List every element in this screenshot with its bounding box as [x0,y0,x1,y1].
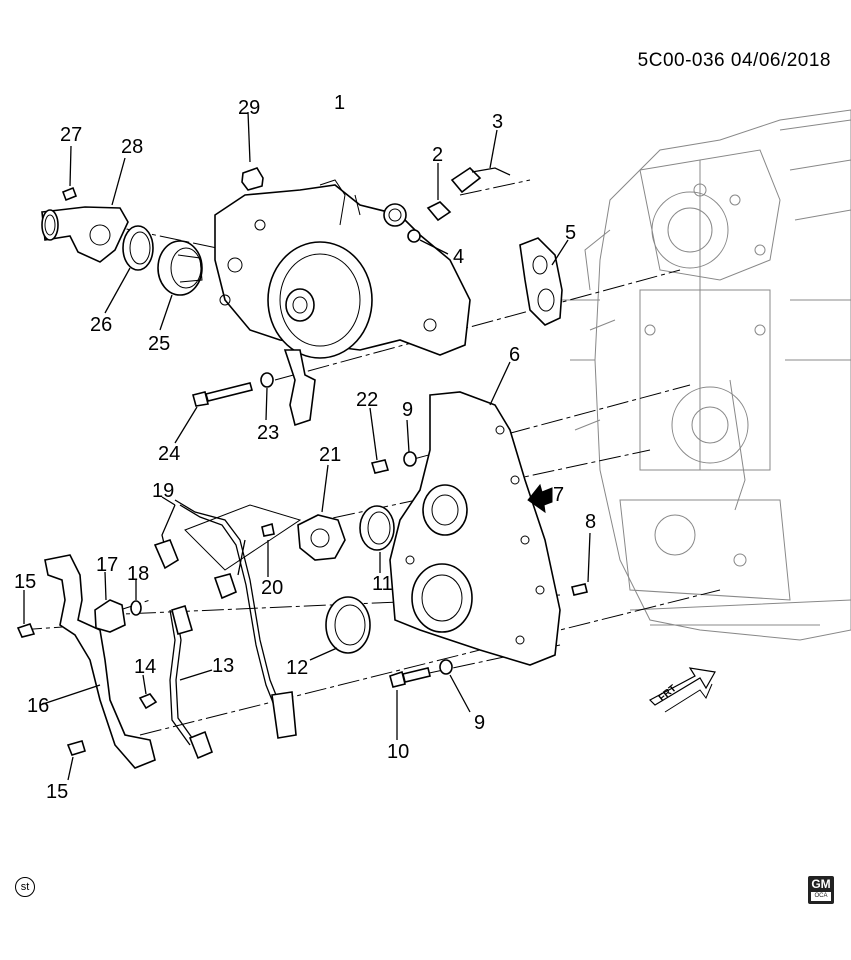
engine-block-drawing [560,109,851,641]
part-17-sensor [94,571,126,633]
callout-15-lower: 15 [46,781,69,803]
part-15-bolt-lower [66,740,86,781]
callout-18: 18 [127,563,150,585]
callout-4: 4 [453,246,465,268]
callout-9-lower: 9 [474,712,486,734]
callout-1: 1 [334,92,346,114]
callout-26: 26 [90,314,113,336]
part-9-washer-upper [403,419,417,467]
part-3-connector [450,129,511,194]
oca-logo-text: OCA [811,892,831,901]
part-21-sensor [297,464,346,561]
part-2-sensor [426,163,452,222]
callout-6: 6 [509,344,521,366]
callout-19: 19 [152,480,175,502]
part-6-front-cover [389,361,561,666]
callout-5: 5 [565,222,577,244]
callout-28: 28 [121,136,144,158]
part-11-seal [359,505,395,573]
part-27-bolt [61,145,78,202]
callout-24: 24 [158,443,181,465]
part-4-seal [407,229,449,255]
callout-17: 17 [96,554,119,576]
callout-29: 29 [238,97,261,119]
part-26-seal [104,225,154,314]
part-22-bolt [369,407,390,474]
part-5-gasket [519,237,569,326]
callout-2: 2 [432,144,444,166]
part-9-washer-lower [439,659,471,713]
part-8-dowel [571,532,591,596]
gm-logo: GM OCA [808,876,834,904]
callout-15-upper: 15 [14,571,37,593]
callout-21: 21 [319,444,342,466]
callout-3: 3 [492,111,504,133]
part-14-nut [138,674,158,710]
part-12-seal [309,596,371,661]
callout-27: 27 [60,124,83,146]
part-29-plug [241,111,264,191]
part-28-thermostat-housing [41,157,129,263]
part-18-seal [130,580,142,616]
callout-14: 14 [134,656,157,678]
part-7-arrow [527,483,553,514]
callout-7: 7 [553,484,565,506]
part-24-bolt [174,382,253,444]
part-10-bolt [389,667,431,740]
part-16-bracket [39,554,156,769]
callout-22: 22 [356,389,379,411]
callout-8: 8 [585,511,597,533]
gm-logo-text: GM [811,877,831,891]
callout-9-upper: 9 [402,399,414,421]
front-direction-arrow [649,667,716,713]
water-pump [214,179,471,427]
part-13-harness [169,604,214,760]
callout-20: 20 [261,577,284,599]
callout-16: 16 [27,695,50,717]
callout-13: 13 [212,655,235,677]
part-25-thermostat [157,240,203,331]
callout-10: 10 [387,741,410,763]
callout-12: 12 [286,657,309,679]
callout-23: 23 [257,422,280,444]
diagram-code-date: 5C00-036 04/06/2018 [637,50,831,71]
part-15-bolt-upper [16,590,36,638]
part-19-harness [153,496,302,739]
callout-11: 11 [372,573,393,595]
part-23-washer [260,372,274,421]
callout-25: 25 [148,333,171,355]
part-20-bolt [261,522,275,577]
st-badge: st [15,877,35,897]
